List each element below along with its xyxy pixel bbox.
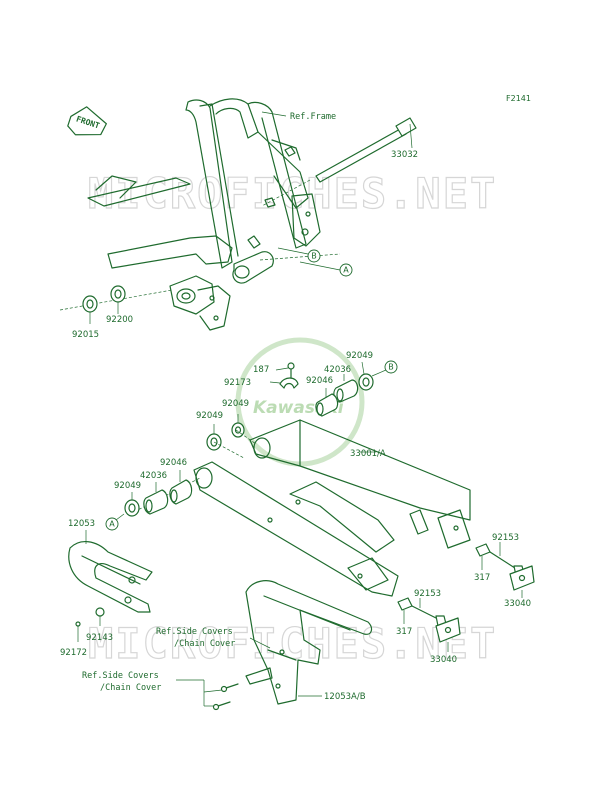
part-33040-b: 33040 (430, 655, 457, 665)
seal-92049-left (124, 492, 140, 517)
ref-side-covers-2-line2: /Chain Cover (100, 683, 161, 693)
ref-side-covers-1-line1: Ref.Side Covers (156, 627, 233, 637)
chain-cover-12053AB (245, 580, 373, 705)
part-33040-a: 33040 (504, 599, 531, 609)
watermark-site-bottom: MICROFICHES.NET (88, 619, 497, 668)
sleeve-42036-top (333, 374, 359, 403)
bushing-92046-left (169, 470, 193, 505)
bolt-92143 (95, 607, 105, 626)
chain-guard-12053 (68, 530, 153, 613)
adjuster-33040-a (509, 565, 535, 598)
screw-chain-cover (212, 683, 239, 711)
svg-text:B: B (388, 363, 394, 372)
part-92049-mid2: 92049 (196, 411, 223, 421)
svg-text:A: A (109, 520, 115, 529)
screw-92172 (75, 621, 81, 642)
part-92173: 92173 (224, 378, 251, 388)
part-317-b: 317 (396, 627, 412, 637)
ref-side-covers-1-line2: /Chain Cover (174, 639, 235, 649)
part-33032: 33032 (391, 150, 418, 160)
seal-92049-mid2 (206, 424, 222, 451)
part-92015: 92015 (72, 330, 99, 340)
part-92046-left: 92046 (160, 458, 187, 468)
part-92153-b: 92153 (414, 589, 441, 599)
part-12053AB: 12053A/B (324, 692, 366, 702)
clip-92173 (269, 377, 299, 389)
part-92172: 92172 (60, 648, 87, 658)
bushing-92046-top (315, 388, 339, 417)
callout-a-swingarm: A (105, 517, 119, 531)
washer-92200 (110, 285, 126, 314)
grease-fitting-187 (275, 362, 295, 379)
frame-reference (59, 98, 341, 331)
part-42036-top: 42036 (324, 365, 351, 375)
washer-92015 (82, 295, 98, 324)
part-317-a: 317 (474, 573, 490, 583)
seal-92049-top (358, 361, 374, 391)
part-92153-a: 92153 (492, 533, 519, 543)
part-187: 187 (253, 365, 269, 375)
part-42036-left: 42036 (140, 471, 167, 481)
nut-317-a (475, 543, 491, 570)
nut-317-b (397, 597, 413, 624)
part-92143: 92143 (86, 633, 113, 643)
ref-side-covers-2-line1: Ref.Side Covers (82, 671, 159, 681)
svg-text:B: B (311, 252, 317, 261)
sleeve-42036-left (143, 482, 169, 515)
part-92049-mid1: 92049 (222, 399, 249, 409)
callout-a-frame: A (339, 263, 353, 277)
part-33001A: 33001/A (350, 449, 386, 459)
watermark-site-top: MICROFICHES.NET (88, 169, 497, 218)
pivot-shaft-33032 (261, 117, 417, 207)
ref-frame-label: Ref.Frame (290, 112, 336, 122)
part-12053: 12053 (68, 519, 95, 529)
callout-b-frame: B (307, 249, 321, 263)
callout-b-swingarm: B (384, 360, 398, 374)
adjuster-33040-b (435, 617, 461, 652)
part-92046-top: 92046 (306, 376, 333, 386)
svg-text:A: A (343, 266, 349, 275)
figure-id: F2141 (506, 94, 531, 103)
part-92049-left: 92049 (114, 481, 141, 491)
part-92200: 92200 (106, 315, 133, 325)
swingarm-33001A (129, 419, 471, 597)
seal-92049-mid1 (231, 414, 245, 438)
part-92049-top: 92049 (346, 351, 373, 361)
front-arrow-icon: FRONT (67, 106, 107, 136)
